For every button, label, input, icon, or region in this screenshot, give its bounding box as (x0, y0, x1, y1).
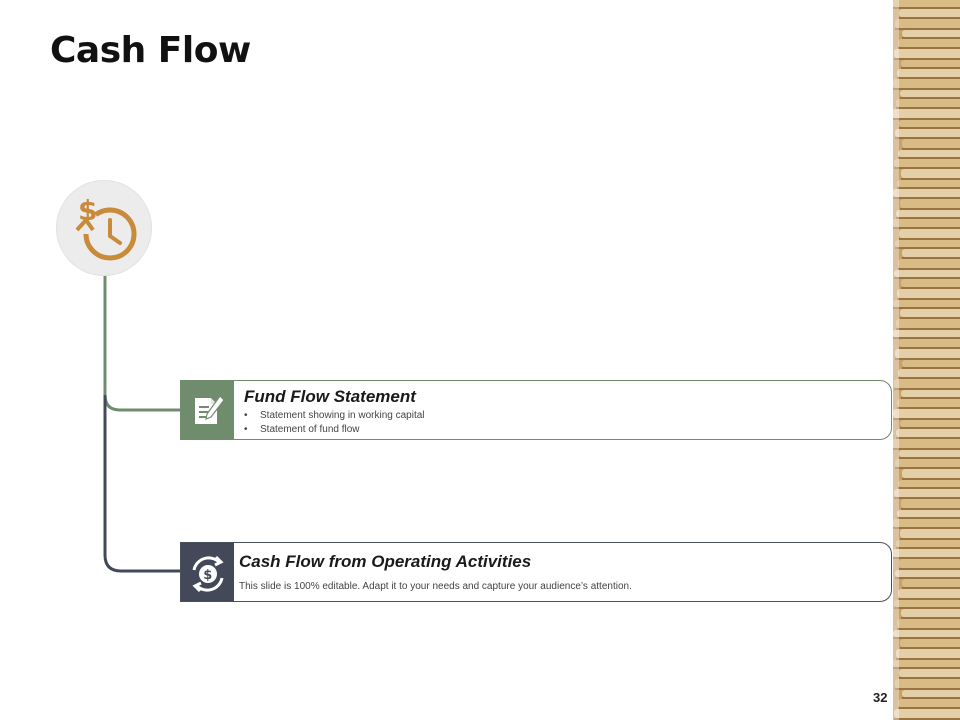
dollar-cycle-icon: $ (192, 555, 224, 593)
document-edit-icon (195, 395, 225, 424)
svg-text:$: $ (203, 568, 212, 583)
coin-stack-image (893, 0, 960, 720)
bullet-item: Statement of fund flow (244, 423, 425, 437)
fund-flow-title: Fund Flow Statement (244, 387, 416, 406)
operating-activities-badge: $ (181, 543, 234, 601)
svg-text:$: $ (78, 194, 97, 227)
fund-flow-bullets: Statement showing in working capital Sta… (244, 409, 425, 437)
hub-circle: $ (56, 180, 152, 276)
operating-activities-description: This slide is 100% editable. Adapt it to… (239, 581, 632, 592)
fund-flow-card: Fund Flow Statement Statement showing in… (180, 380, 892, 440)
fund-flow-badge (181, 381, 234, 439)
operating-activities-title: Cash Flow from Operating Activities (239, 552, 532, 571)
dollar-clock-icon: $ (75, 194, 137, 261)
page-number: 32 (873, 690, 888, 705)
bullet-item: Statement showing in working capital (244, 409, 425, 423)
operating-activities-card: $ Cash Flow from Operating Activities Th… (180, 542, 892, 602)
slide-title: Cash Flow (50, 30, 251, 71)
